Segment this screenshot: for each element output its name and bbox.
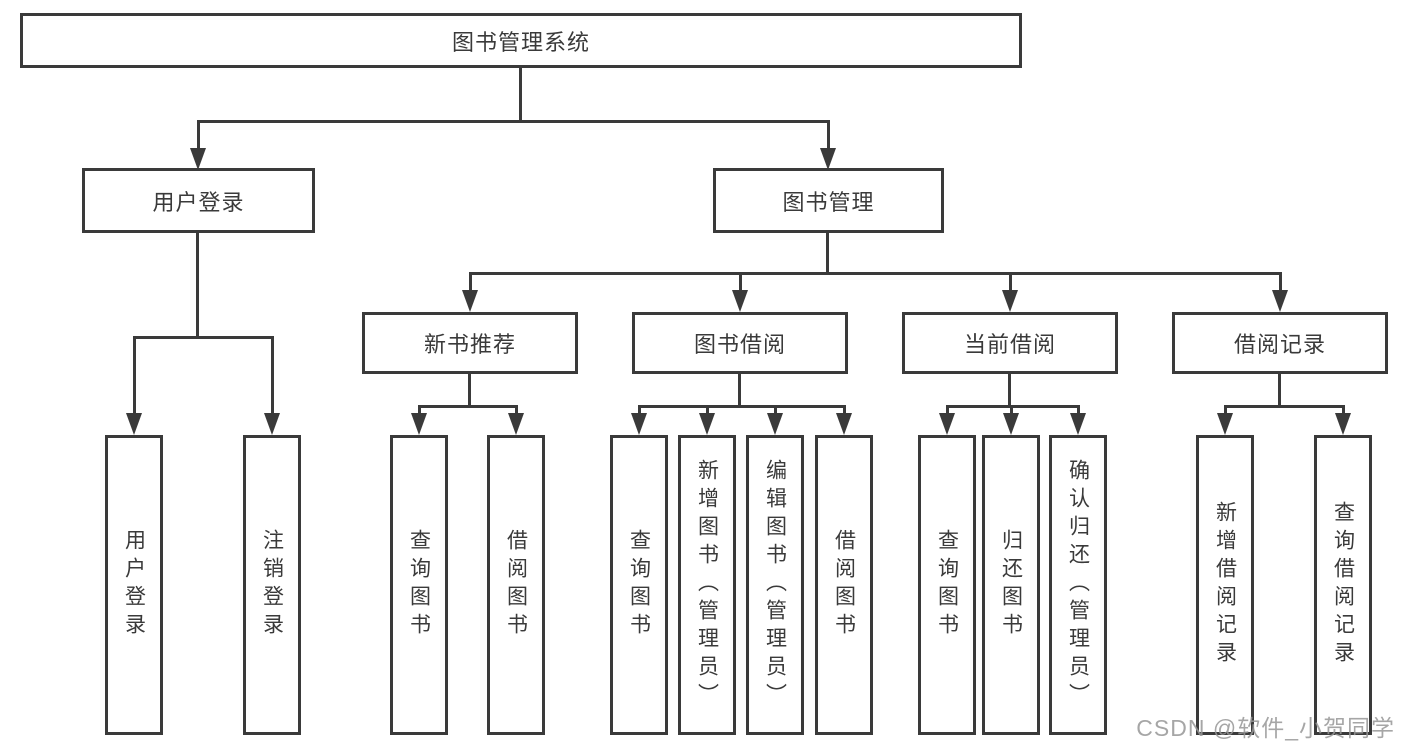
connector-arrow: [767, 405, 783, 435]
leaf-return-book-label: 归还图书: [999, 529, 1023, 641]
node-borrow-records-label: 借阅记录: [1233, 332, 1326, 357]
node-book-borrow: 图书借阅: [632, 312, 848, 374]
leaf-return-book: 归还图书: [982, 435, 1040, 735]
leaf-borrow-book-2: 借阅图书: [815, 435, 873, 735]
node-borrow-records: 借阅记录: [1172, 312, 1388, 374]
connector-arrow: [1002, 272, 1018, 312]
leaf-edit-book-label: 编辑图书（管理员）: [763, 459, 787, 711]
leaf-query-book-1-label: 查询图书: [407, 529, 431, 641]
connector-arrow: [699, 405, 715, 435]
connector-arrow: [1272, 272, 1288, 312]
connector-arrow: [126, 336, 142, 435]
connector-line: [419, 405, 516, 408]
node-user-login: 用户登录: [82, 168, 315, 233]
connector-line: [468, 374, 471, 407]
node-current-borrow-label: 当前借阅: [963, 332, 1056, 357]
connector-line: [519, 68, 522, 122]
leaf-borrow-book-2-label: 借阅图书: [832, 529, 856, 641]
connector-line: [196, 233, 199, 338]
connector-arrow: [462, 272, 478, 312]
leaf-logout-label: 注销登录: [260, 529, 284, 641]
connector-line: [198, 120, 830, 123]
connector-arrow: [939, 405, 955, 435]
connector-arrow: [820, 120, 836, 170]
node-book-management-label: 图书管理: [782, 189, 875, 215]
connector-arrow: [264, 336, 280, 435]
connector-line: [1008, 374, 1011, 407]
leaf-add-book: 新增图书（管理员）: [678, 435, 736, 735]
leaf-logout: 注销登录: [243, 435, 301, 735]
node-new-book-recommend: 新书推荐: [362, 312, 578, 374]
connector-line: [1225, 405, 1343, 408]
connector-line: [134, 336, 272, 339]
node-current-borrow: 当前借阅: [902, 312, 1118, 374]
connector-arrow: [732, 272, 748, 312]
leaf-borrow-book-1-label: 借阅图书: [504, 529, 528, 641]
connector-arrow: [836, 405, 852, 435]
leaf-user-login-label: 用户登录: [122, 529, 146, 641]
leaf-confirm-return: 确认归还（管理员）: [1049, 435, 1107, 735]
connector-arrow: [1003, 405, 1019, 435]
leaf-edit-book: 编辑图书（管理员）: [746, 435, 804, 735]
node-root-label: 图书管理系统: [451, 29, 590, 55]
leaf-add-borrow-record: 新增借阅记录: [1196, 435, 1254, 735]
leaf-query-book-3: 查询图书: [918, 435, 976, 735]
leaf-add-book-label: 新增图书（管理员）: [695, 459, 719, 711]
connector-arrow: [411, 405, 427, 435]
connector-line: [826, 233, 829, 274]
connector-line: [639, 405, 844, 408]
connector-line: [1278, 374, 1281, 407]
connector-arrow: [508, 405, 524, 435]
node-book-management: 图书管理: [713, 168, 944, 233]
node-new-book-recommend-label: 新书推荐: [423, 332, 516, 357]
connector-line: [947, 405, 1078, 408]
connector-line: [738, 374, 741, 407]
leaf-add-borrow-record-label: 新增借阅记录: [1213, 501, 1237, 669]
connector-arrow: [1335, 405, 1351, 435]
leaf-query-borrow-record-label: 查询借阅记录: [1331, 501, 1355, 669]
connector-arrow: [631, 405, 647, 435]
leaf-query-book-2-label: 查询图书: [627, 529, 651, 641]
connector-arrow: [1217, 405, 1233, 435]
leaf-query-book-1: 查询图书: [390, 435, 448, 735]
leaf-query-book-3-label: 查询图书: [935, 529, 959, 641]
connector-arrow: [1070, 405, 1086, 435]
leaf-query-book-2: 查询图书: [610, 435, 668, 735]
watermark: CSDN @软件_小贺同学: [1136, 715, 1395, 741]
leaf-borrow-book-1: 借阅图书: [487, 435, 545, 735]
leaf-confirm-return-label: 确认归还（管理员）: [1066, 459, 1090, 711]
node-root: 图书管理系统: [20, 13, 1022, 68]
leaf-user-login: 用户登录: [105, 435, 163, 735]
connector-arrow: [190, 120, 206, 170]
node-book-borrow-label: 图书借阅: [693, 332, 786, 357]
node-user-login-label: 用户登录: [152, 189, 245, 215]
connector-line: [470, 272, 1280, 275]
leaf-query-borrow-record: 查询借阅记录: [1314, 435, 1372, 735]
